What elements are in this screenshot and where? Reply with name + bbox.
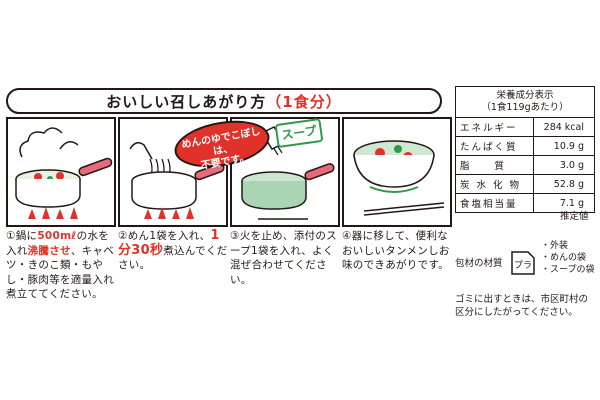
nutrient-value: 3.0 g bbox=[532, 155, 596, 175]
nutrient-value: 10.9 g bbox=[532, 136, 596, 156]
step-2-part-3: 煮込んでください。 bbox=[118, 244, 228, 272]
step-2-part-2: 1分30秒 bbox=[118, 228, 220, 258]
step-1: ①鍋に500mℓの水を入れ沸騰させ、キャベツ・きのこ類・もやし・豚肉等を適量入れ… bbox=[6, 117, 116, 329]
nutrition-header: 栄養成分表示 （1食119gあたり） bbox=[455, 86, 595, 118]
disposal-line-2: 区分にしたがってください。 bbox=[455, 307, 578, 318]
noodles-in-pot-icon bbox=[129, 142, 225, 219]
step-1-part-1: 鍋に bbox=[15, 230, 38, 242]
step-2-text: ②めん1袋を入れ、1分30秒煮込んでください。 bbox=[118, 228, 230, 273]
material-item: ・スープの袋 bbox=[541, 265, 595, 275]
step-1-part-5: 、キャベツ・きのこ類・もやし・豚肉等を適量入れ煮立ててください。 bbox=[6, 244, 115, 301]
step-1-illustration bbox=[6, 117, 116, 227]
bowl-icon bbox=[353, 140, 445, 216]
material-list: ・外装 ・めんの袋 ・スープの袋 bbox=[541, 240, 594, 276]
recycle-mark-text: プラ bbox=[514, 260, 532, 271]
nutrition-header-2: （1食119gあたり） bbox=[481, 102, 569, 113]
material-item: ・外装 bbox=[541, 241, 569, 251]
nutrient-name: 炭 水 化 物 bbox=[455, 174, 534, 194]
nutrition-header-1: 栄養成分表示 bbox=[496, 90, 554, 101]
material-item: ・めんの袋 bbox=[541, 253, 587, 263]
step-4-illustration bbox=[342, 117, 452, 227]
page-title: おいしい召しあがり方 （1食分） bbox=[6, 88, 442, 114]
step-3-part-1: 火を止め、添付のスープ1袋を入れ、よく混ぜ合わせてください。 bbox=[230, 230, 337, 286]
step-1-part-3: の水を入れ bbox=[6, 230, 110, 257]
nutrient-value: 284 kcal bbox=[532, 117, 596, 137]
disposal-line-1: ゴミに出すときは、市区町村の bbox=[455, 294, 589, 305]
step-4-text: ④器に移して、便利なおいしいタンメンしお味のできあがりです。 bbox=[342, 229, 454, 273]
nutrient-name: エネルギー bbox=[455, 117, 534, 137]
step-3-num: ③ bbox=[230, 230, 240, 242]
title-sub: （1食分） bbox=[266, 92, 342, 111]
disposal-note: ゴミに出すときは、市区町村の 区分にしたがってください。 bbox=[455, 293, 600, 319]
step-1-text: ①鍋に500mℓの水を入れ沸騰させ、キャベツ・きのこ類・もやし・豚肉等を適量入れ… bbox=[6, 229, 118, 302]
estimate-note: 推定値 bbox=[560, 211, 589, 222]
step-1-part-4: 沸騰させ bbox=[27, 244, 71, 257]
step-4: ④器に移して、便利なおいしいタンメンしお味のできあがりです。 bbox=[342, 117, 452, 329]
step-2-part-1: めん1袋を入れ、 bbox=[127, 230, 211, 242]
step-1-num: ① bbox=[6, 230, 16, 242]
material-label: 包材の材質 bbox=[455, 258, 503, 269]
step-4-num: ④ bbox=[342, 230, 352, 242]
title-main: おいしい召しあがり方 bbox=[106, 92, 267, 111]
step-2-num: ② bbox=[118, 230, 128, 242]
nutrient-name: 食塩相当量 bbox=[455, 193, 534, 213]
plastic-recycle-icon: プラ bbox=[511, 251, 535, 275]
step-1-part-2: 500mℓ bbox=[37, 230, 77, 242]
packaging-material: 包材の材質 プラ ・外装 ・めんの袋 ・スープの袋 bbox=[455, 238, 600, 286]
step-3-text: ③火を止め、添付のスープ1袋を入れ、よく混ぜ合わせてください。 bbox=[230, 229, 342, 287]
nutrient-value: 52.8 g bbox=[532, 174, 596, 194]
nutrient-name: たんぱく質 bbox=[455, 136, 534, 156]
nutrient-name: 脂 質 bbox=[455, 155, 534, 175]
step-4-part-1: 器に移して、便利なおいしいタンメンしお味のできあがりです。 bbox=[342, 230, 450, 271]
pot-boiling-icon bbox=[15, 127, 113, 219]
nutrient-value: 7.1 g bbox=[532, 193, 596, 213]
